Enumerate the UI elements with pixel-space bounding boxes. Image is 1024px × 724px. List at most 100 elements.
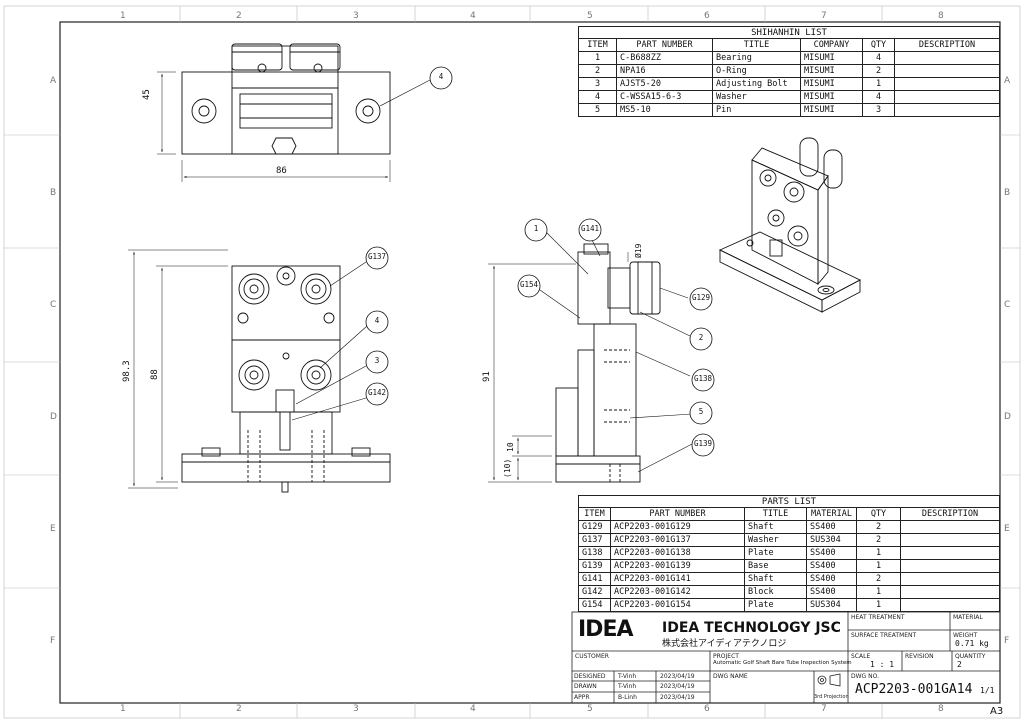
dwg-no-value: ACP2203-001GA14	[855, 682, 973, 697]
cell: 5	[578, 103, 617, 117]
zone-col-label: 8	[938, 704, 944, 714]
balloon	[365, 310, 389, 334]
parts-list-table: ITEM PART NUMBER TITLE MATERIAL QTY DESC…	[578, 507, 1000, 612]
dwg-no-label: DWG NO.	[851, 673, 879, 680]
company-name-jp: 株式会社アイディアテクノロジ	[662, 639, 787, 649]
appr-label: APPR	[574, 694, 590, 701]
zone-col-label: 7	[821, 11, 827, 21]
isometric-view	[718, 137, 862, 313]
balloon	[365, 350, 389, 374]
zone-col-label: 2	[236, 704, 242, 714]
zone-col-label: 1	[120, 704, 126, 714]
drawn-label: DRAWN	[574, 683, 597, 690]
zone-col-label: 5	[587, 11, 593, 21]
balloon-label: G142	[367, 388, 387, 397]
zone-row-label: E	[50, 524, 56, 534]
balloon	[691, 433, 715, 457]
company-logo: IDEA	[578, 617, 634, 642]
scale-value: 1 : 1	[870, 660, 895, 669]
zone-row-label: A	[1004, 76, 1011, 86]
surface-treatment-label: SURFACE TREATMENT	[851, 632, 917, 639]
designed-date: 2023/04/19	[660, 673, 695, 680]
balloon-label: G139	[693, 439, 713, 448]
cell: ACP2203-001G154	[610, 598, 745, 612]
projection-label: 3rd Projection	[814, 694, 849, 700]
zone-row-label: D	[1004, 412, 1011, 422]
cell: Pin	[712, 103, 801, 117]
zone-col-label: 1	[120, 11, 126, 21]
zone-row-label: D	[50, 412, 57, 422]
dim-top-width: 86	[276, 166, 287, 176]
quantity-label: QUANTITY	[955, 653, 986, 660]
appr-date: 2023/04/19	[660, 694, 695, 701]
balloon-label: 3	[374, 356, 380, 365]
balloon-label: 4	[438, 72, 444, 81]
top-view	[157, 43, 391, 182]
weight-label: WEIGHT	[953, 632, 978, 639]
projection-icon	[817, 673, 841, 687]
shihanhin-list-title: SHIHANHIN LIST	[578, 26, 1000, 39]
zone-row-label: C	[50, 300, 57, 310]
zone-col-label: 3	[353, 704, 359, 714]
balloon-leaders	[291, 79, 693, 473]
balloon	[689, 401, 713, 425]
side-view	[488, 243, 661, 483]
balloon-label: G129	[691, 293, 711, 302]
paper-size: A3	[990, 706, 1004, 717]
zone-col-label: 4	[470, 704, 476, 714]
balloon-label: 4	[374, 316, 380, 325]
front-view	[128, 249, 391, 493]
zone-col-label: 2	[236, 11, 242, 21]
designed-by: T-Vinh	[618, 673, 637, 680]
balloon-label: G154	[519, 280, 539, 289]
table-header-row: ITEM PART NUMBER TITLE MATERIAL QTY DESC…	[578, 507, 1000, 521]
zone-row-label: E	[1004, 524, 1010, 534]
balloon-label: G141	[580, 224, 600, 233]
zone-col-label: 4	[470, 11, 476, 21]
weight-value: 0.71 kg	[955, 639, 989, 648]
balloon-label: G138	[693, 374, 713, 383]
cell	[894, 103, 1000, 117]
balloon	[689, 287, 713, 311]
material-label: MATERIAL	[953, 614, 983, 621]
zone-row-label: B	[1004, 188, 1011, 198]
designed-label: DESIGNED	[574, 673, 606, 680]
shihanhin-list-table: ITEM PART NUMBER TITLE COMPANY QTY DESCR…	[578, 38, 1000, 117]
zone-row-label: F	[50, 636, 56, 646]
balloon	[517, 274, 541, 298]
zone-row-label: B	[50, 188, 57, 198]
zone-col-label: 6	[704, 704, 710, 714]
parts-list-title: PARTS LIST	[578, 495, 1000, 508]
balloon	[578, 218, 602, 242]
quantity-value: 2	[957, 660, 962, 669]
drawn-date: 2023/04/19	[660, 683, 695, 690]
zone-row-label: C	[1004, 300, 1011, 310]
drawn-by: T-Vinh	[618, 683, 637, 690]
cell: Plate	[744, 598, 807, 612]
cell	[900, 598, 1000, 612]
customer-label: CUSTOMER	[575, 653, 609, 660]
zone-row-label: F	[1004, 636, 1010, 646]
company-name: IDEA TECHNOLOGY JSC	[662, 620, 841, 636]
balloon	[524, 218, 548, 242]
balloon-label: G137	[367, 252, 387, 261]
revision-label: REVISION	[905, 653, 934, 660]
scale-label: SCALE	[851, 653, 871, 660]
zone-col-label: 5	[587, 704, 593, 714]
balloon	[429, 66, 453, 90]
balloon	[691, 368, 715, 392]
balloon	[689, 327, 713, 351]
cell: MISUMI	[800, 103, 863, 117]
zone-row-label: A	[50, 76, 57, 86]
sheet-number: 1/1	[980, 686, 995, 695]
appr-by: B-Linh	[618, 694, 637, 701]
balloon-label: 1	[533, 224, 539, 233]
project-label: PROJECT	[713, 653, 739, 660]
